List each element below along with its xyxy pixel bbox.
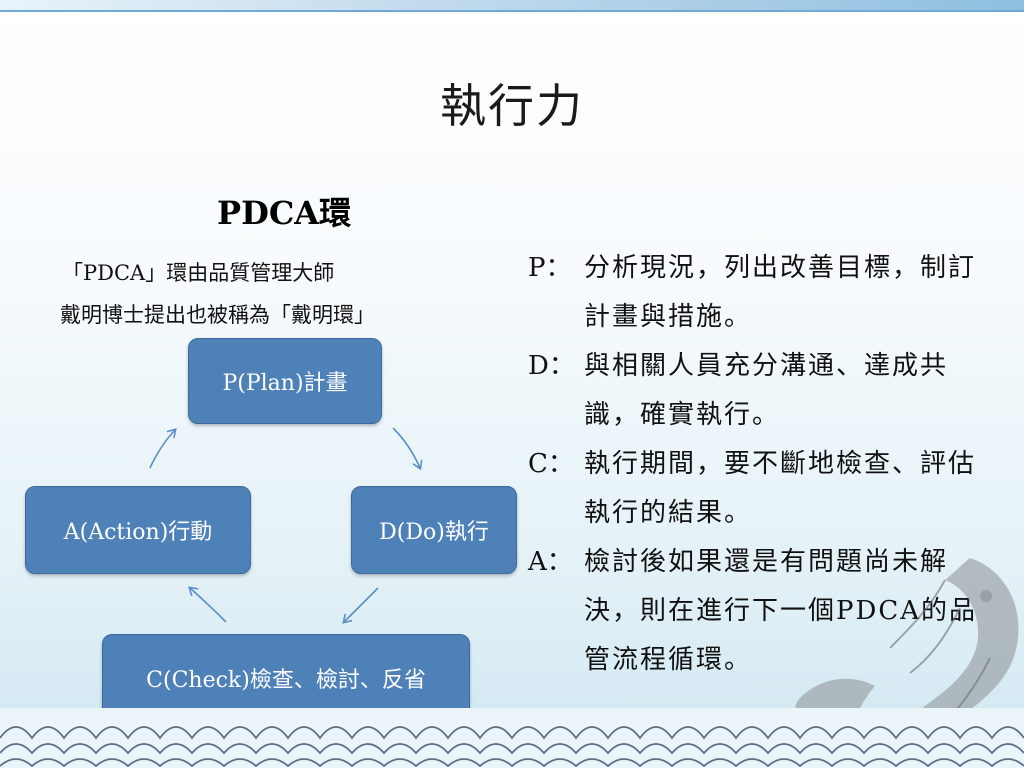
- arrow-check-to-action: [190, 588, 227, 623]
- desc-item-p: P： 分析現況，列出改善目標，制訂計畫與措施。: [528, 244, 998, 342]
- desc-item-c: C： 執行期間，要不斷地檢查、評估執行的結果。: [528, 440, 998, 538]
- pdca-descriptions: P： 分析現況，列出改善目標，制訂計畫與措施。 D： 與相關人員充分溝通、達成共…: [528, 244, 998, 685]
- diagram-title: PDCA環: [217, 194, 352, 232]
- desc-text: 與相關人員充分溝通、達成共識，確實執行。: [584, 351, 949, 430]
- top-banner: [0, 0, 1024, 12]
- desc-text: 檢討後如果還是有問題尚未解決，則在進行下一個PDCA的品管流程循環。: [584, 547, 978, 675]
- intro-line-1: 「PDCA」環由品質管理大師: [62, 261, 335, 285]
- desc-label: C：: [528, 449, 574, 479]
- slide-title: 執行力: [440, 79, 584, 133]
- desc-item-d: D： 與相關人員充分溝通、達成共識，確實執行。: [528, 342, 998, 440]
- arrow-do-to-check: [344, 587, 379, 622]
- arrow-plan-to-do: [392, 427, 420, 468]
- wave-decoration: [0, 708, 1024, 768]
- arrow-action-to-plan: [149, 430, 175, 469]
- do-box: D(Do)執行: [351, 486, 517, 574]
- desc-label: P：: [528, 253, 572, 283]
- desc-text: 分析現況，列出改善目標，制訂計畫與措施。: [584, 253, 977, 332]
- intro-line-2: 戴明博士提出也被稱為「戴明環」: [60, 303, 375, 327]
- action-box: A(Action)行動: [25, 486, 251, 574]
- intro-text: 「PDCA」環由品質管理大師 戴明博士提出也被稱為「戴明環」: [60, 252, 500, 336]
- desc-text: 執行期間，要不斷地檢查、評估執行的結果。: [584, 449, 977, 528]
- desc-item-a: A： 檢討後如果還是有問題尚未解決，則在進行下一個PDCA的品管流程循環。: [528, 538, 998, 685]
- desc-label: A：: [528, 547, 573, 577]
- plan-box: P(Plan)計畫: [188, 338, 382, 424]
- desc-label: D：: [528, 351, 575, 381]
